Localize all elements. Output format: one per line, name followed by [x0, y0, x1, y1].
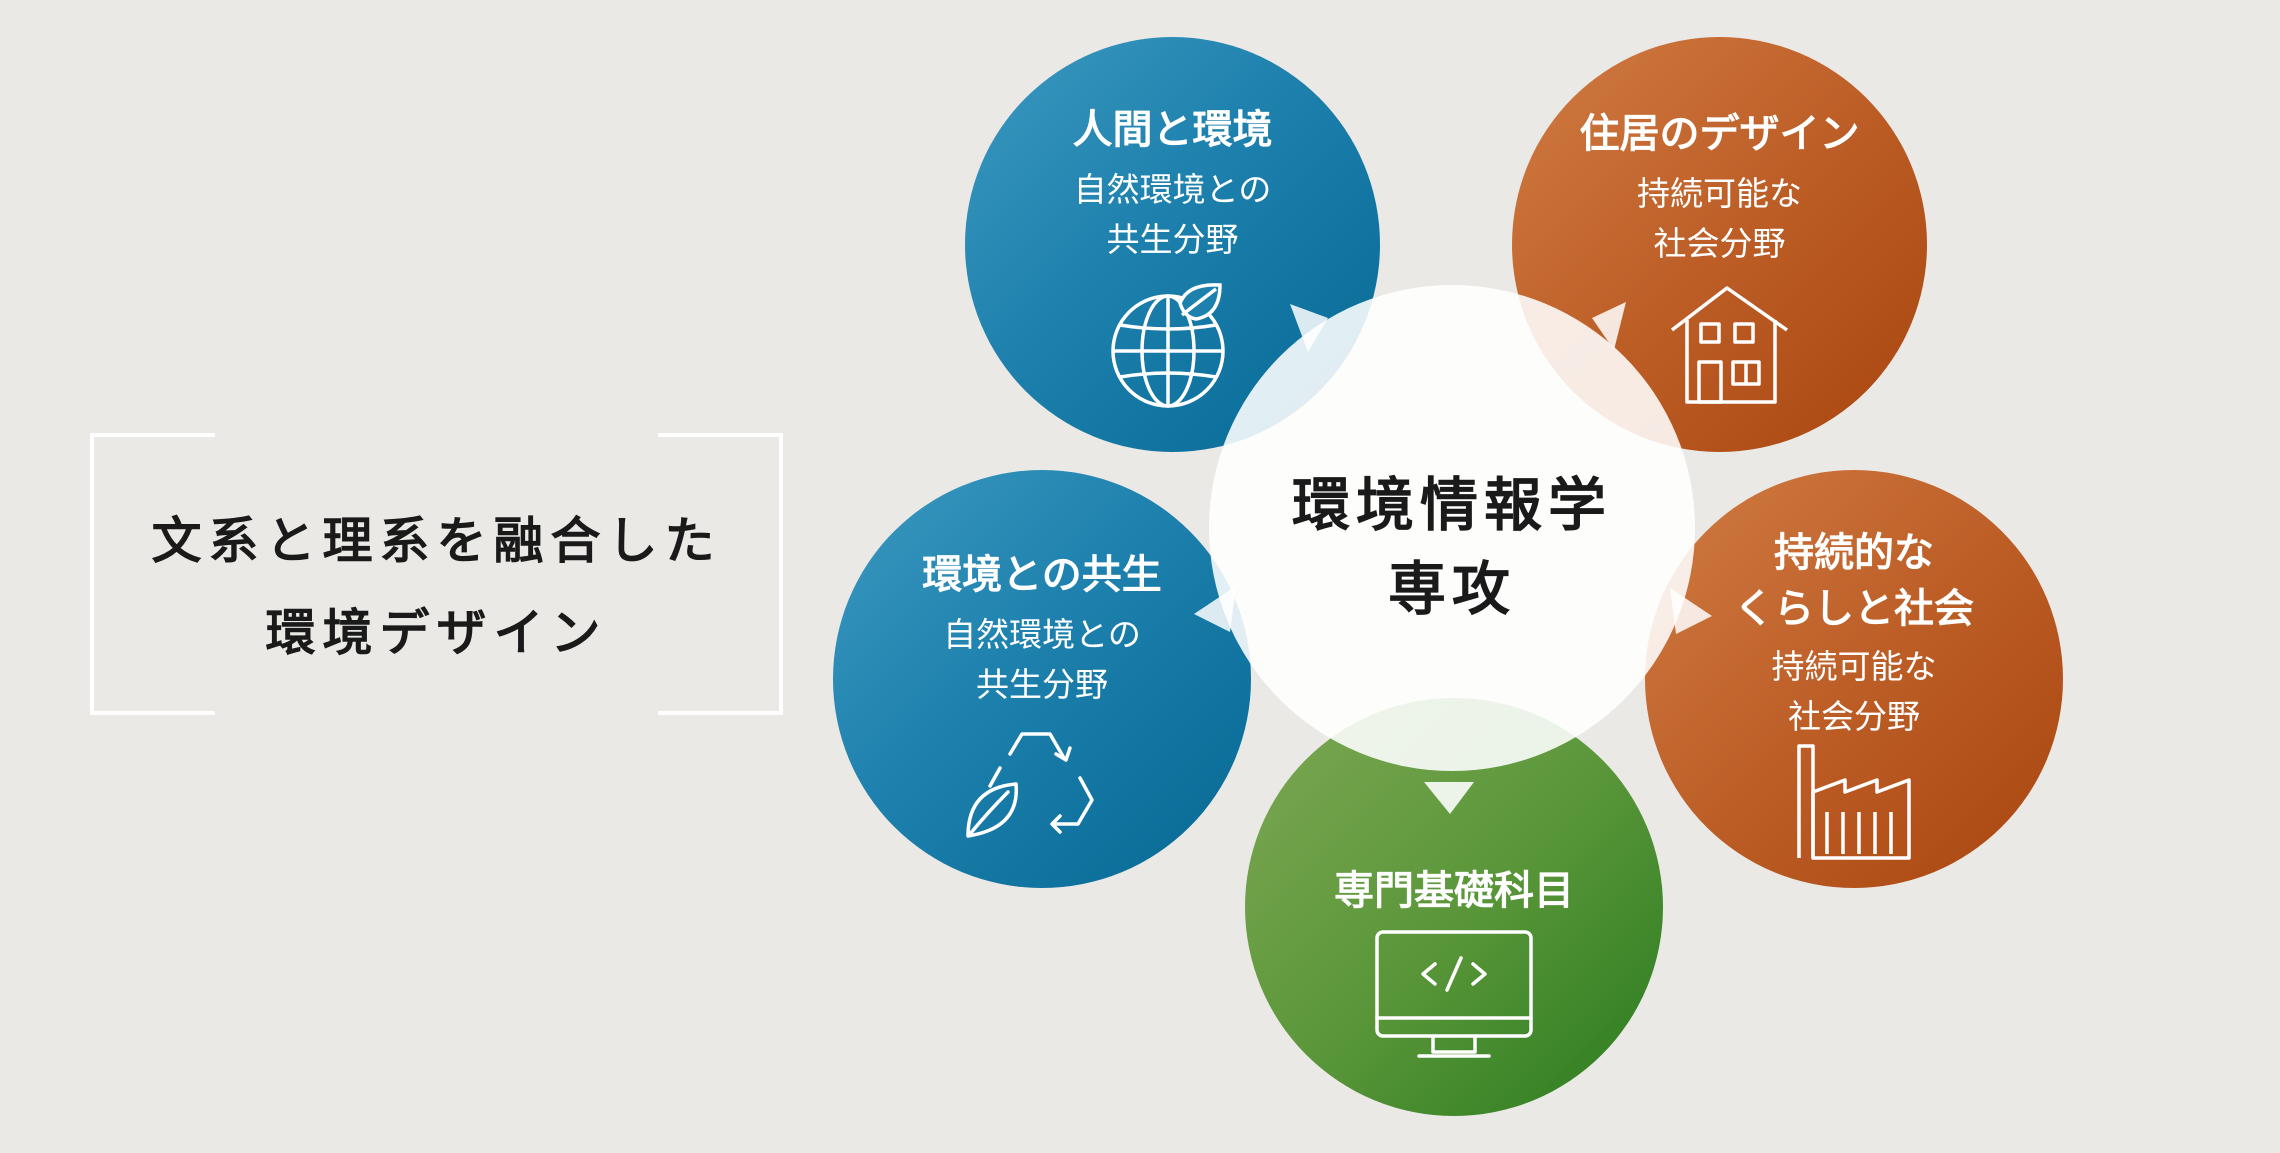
- center-title-line-1: 環境情報学: [1291, 471, 1612, 539]
- pointer-right: [1670, 588, 1712, 634]
- node-subtitle-line-1: 持続可能な: [1637, 174, 1802, 213]
- intro-heading: 文系と理系を融合した 環境デザイン: [90, 495, 783, 679]
- center-title: 環境情報学 専攻: [1209, 463, 1695, 631]
- factory-icon: [1797, 744, 1911, 860]
- pointer-top-left: [1290, 304, 1328, 352]
- node-coexistence: 環境との共生 自然環境との 共生分野: [833, 470, 1251, 888]
- node-title-line-2: くらしと社会: [1734, 586, 1974, 632]
- node-title-line-1: 持続的な: [1774, 530, 1934, 576]
- node-subtitle-line-1: 自然環境との: [1073, 170, 1272, 209]
- node-subtitle-line-2: 共生分野: [1106, 220, 1239, 259]
- node-subtitle: 自然環境との 共生分野: [965, 165, 1380, 265]
- node-title: 人間と環境: [1072, 107, 1273, 153]
- node-subtitle-line-2: 社会分野: [1788, 697, 1920, 736]
- center-title-line-2: 専攻: [1387, 555, 1516, 623]
- node-subtitle-line-2: 社会分野: [1653, 224, 1786, 263]
- intro-line-2: 環境デザイン: [265, 604, 608, 662]
- globe-leaf-icon: [1111, 283, 1225, 408]
- pointer-top-right: [1592, 302, 1626, 350]
- node-title: 持続的な くらしと社会: [1645, 525, 2063, 637]
- center-hub: 環境情報学 専攻: [1209, 285, 1695, 771]
- node-sustainable-living: 持続的な くらしと社会 持続可能な 社会分野: [1645, 470, 2063, 888]
- node-title: 専門基礎科目: [1334, 868, 1574, 914]
- pointer-bottom: [1424, 782, 1474, 814]
- intro-frame: 文系と理系を融合した 環境デザイン: [90, 433, 783, 715]
- node-subtitle-line-1: 自然環境との: [943, 615, 1141, 654]
- node-subtitle: 持続可能な 社会分野: [1512, 169, 1927, 269]
- pointer-left: [1194, 586, 1236, 632]
- monitor-code-icon: [1375, 930, 1533, 1058]
- node-subtitle: 自然環境との 共生分野: [833, 610, 1251, 710]
- recycle-leaf-icon: [966, 732, 1094, 838]
- house-icon: [1670, 286, 1789, 404]
- node-title: 環境との共生: [922, 552, 1162, 598]
- node-subtitle: 持続可能な 社会分野: [1645, 642, 2063, 742]
- node-subtitle-line-2: 共生分野: [976, 665, 1108, 704]
- intro-line-1: 文系と理系を融合した: [151, 512, 722, 570]
- node-title: 住居のデザイン: [1579, 111, 1860, 157]
- node-human-environment: 人間と環境 自然環境との 共生分野: [965, 37, 1380, 452]
- node-subtitle-line-1: 持続可能な: [1771, 647, 1937, 686]
